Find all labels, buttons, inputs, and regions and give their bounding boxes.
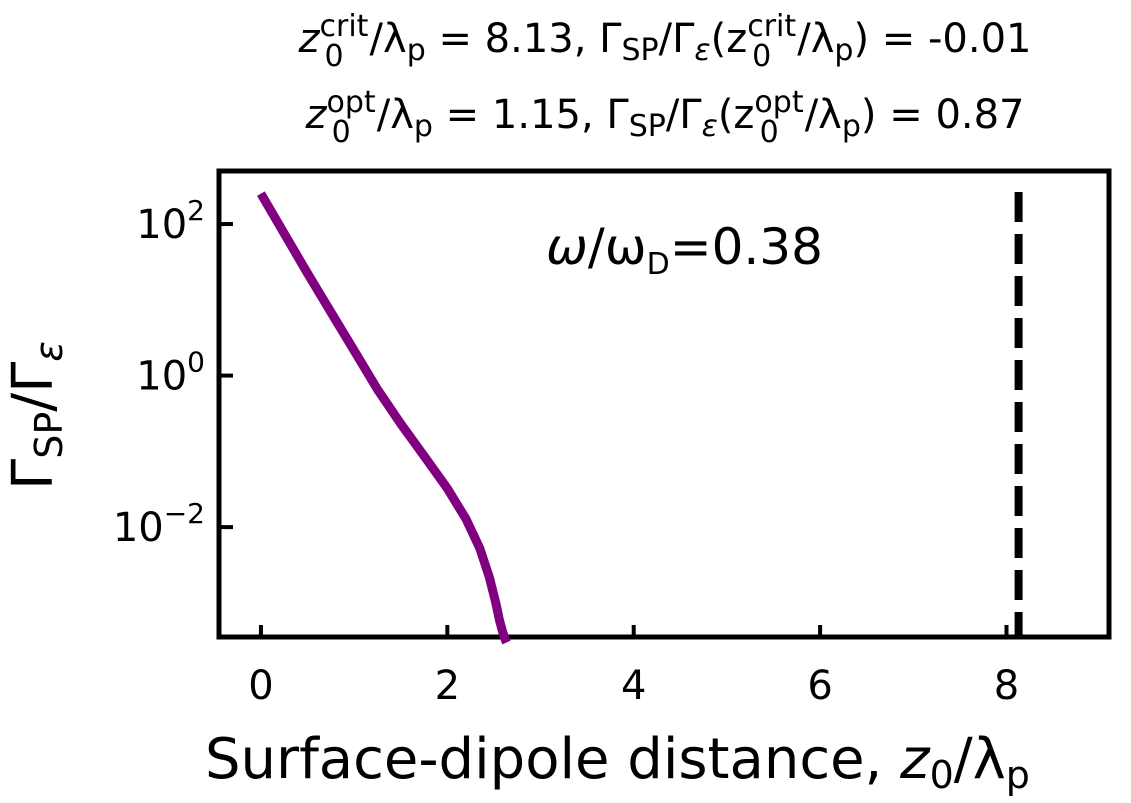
x-axis-ticks: 0 2 4 6 8 xyxy=(248,625,1019,709)
x-tick-label-4: 8 xyxy=(994,663,1019,709)
y-tick-label-0: 102 xyxy=(136,194,205,248)
x-tick-label-3: 6 xyxy=(807,663,832,709)
x-tick-label-0: 0 xyxy=(248,663,273,709)
y-tick-label-1: 100 xyxy=(136,346,205,400)
series-line-0 xyxy=(257,191,511,645)
x-tick-label-2: 4 xyxy=(621,663,646,709)
x-tick-label-1: 2 xyxy=(435,663,460,709)
series-layer xyxy=(257,191,511,645)
frequency-annotation: ω/ωD=0.38 xyxy=(546,218,823,282)
x-axis-label: Surface-dipole distance, z0/λp xyxy=(205,727,1030,797)
y-axis-ticks: 102 100 10−2 xyxy=(113,194,233,551)
plot-frame xyxy=(216,168,1112,640)
y-tick-label-2: 10−2 xyxy=(113,497,205,551)
y-axis-label: ΓSP/Γε xyxy=(1,341,71,490)
